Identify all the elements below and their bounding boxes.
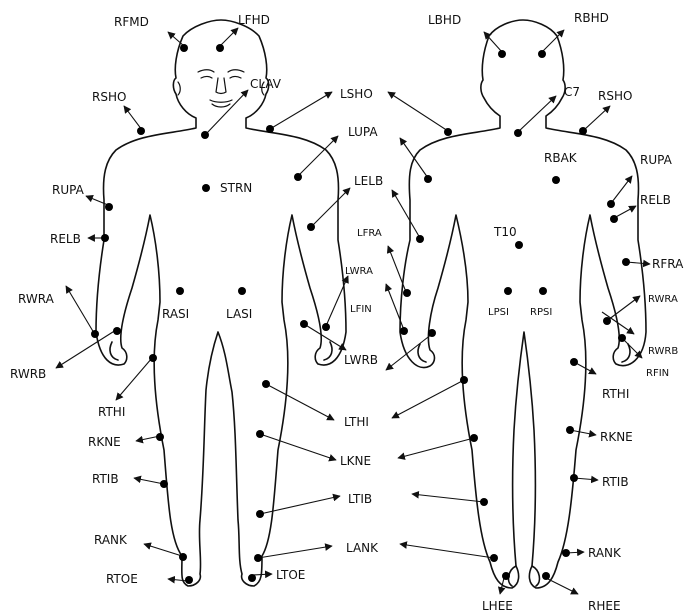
label-rthi-back: RTHI	[602, 387, 629, 401]
label-lank: LANK	[346, 541, 379, 555]
label-lwrb: LWRB	[344, 353, 378, 367]
label-rasi: RASI	[162, 307, 189, 321]
label-strn: STRN	[220, 181, 252, 195]
label-rsho-back: RSHO	[598, 89, 632, 103]
front-body-figure	[96, 20, 346, 586]
back-body-figure	[400, 20, 646, 588]
label-lfhd: LFHD	[238, 13, 270, 27]
label-lfra: LFRA	[357, 228, 382, 239]
label-ltoe: LTOE	[276, 568, 305, 582]
label-lkne: LKNE	[340, 454, 371, 468]
label-relb-back: RELB	[640, 193, 671, 207]
label-rwrb-back: RWRB	[648, 346, 678, 357]
label-lelb: LELB	[354, 174, 383, 188]
label-rwrb-front: RWRB	[10, 367, 46, 381]
label-rwra-front: RWRA	[18, 292, 55, 306]
label-t10: T10	[493, 225, 517, 239]
label-rupa-back: RUPA	[640, 153, 673, 167]
label-rthi-front: RTHI	[98, 405, 125, 419]
label-rtib-back: RTIB	[602, 475, 629, 489]
label-rtib-front: RTIB	[92, 472, 119, 486]
label-rbhd: RBHD	[574, 11, 609, 25]
label-lasi: LASI	[226, 307, 252, 321]
label-rank-front: RANK	[94, 533, 128, 547]
label-c7: C7	[564, 85, 580, 99]
label-rsho-front: RSHO	[92, 90, 126, 104]
label-clav: CLAV	[250, 77, 282, 91]
label-rkne-front: RKNE	[88, 435, 121, 449]
label-rfin: RFIN	[646, 368, 669, 379]
label-lthi: LTHI	[344, 415, 369, 429]
label-lfin: LFIN	[350, 304, 372, 315]
label-lupa: LUPA	[348, 125, 378, 139]
label-rfmd: RFMD	[114, 15, 149, 29]
label-rpsi: RPSI	[530, 307, 552, 318]
label-rhee: RHEE	[588, 599, 621, 613]
label-rupa-front: RUPA	[52, 183, 85, 197]
label-lsho: LSHO	[340, 87, 373, 101]
label-rwra-back: RWRA	[648, 294, 678, 305]
label-rkne-back: RKNE	[600, 430, 633, 444]
label-lbhd: LBHD	[428, 13, 461, 27]
label-lpsi: LPSI	[488, 307, 509, 318]
front-labels: RFMD LFHD CLAV RSHO STRN RUPA RELB RASI …	[10, 13, 305, 586]
label-lhee: LHEE	[482, 599, 513, 613]
label-ltib: LTIB	[348, 492, 372, 506]
label-rfra: RFRA	[652, 257, 684, 271]
label-rbak: RBAK	[544, 151, 578, 165]
label-lwra: LWRA	[345, 266, 373, 277]
label-relb-front: RELB	[50, 232, 81, 246]
label-rank-back: RANK	[588, 546, 622, 560]
label-rtoe: RTOE	[106, 572, 138, 586]
